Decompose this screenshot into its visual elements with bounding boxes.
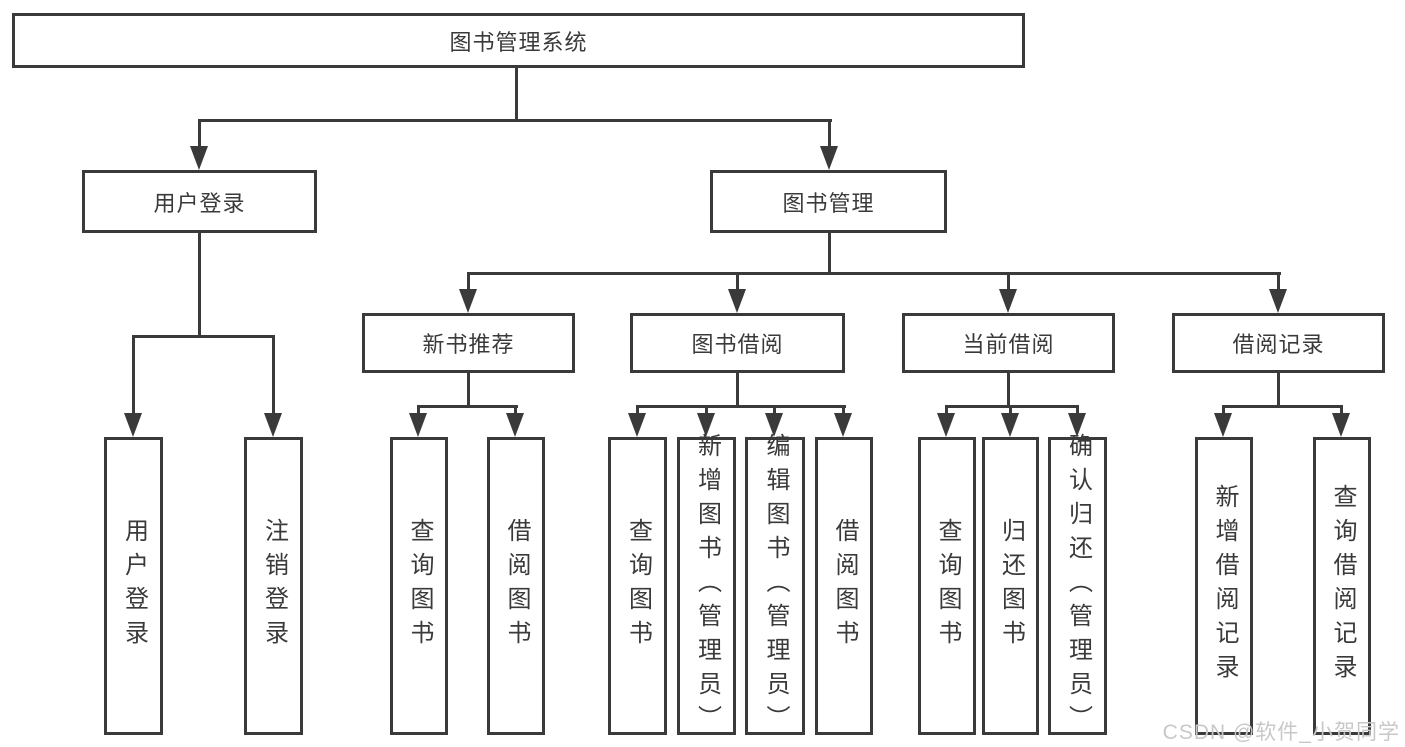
node-current-borrow: 当前借阅 xyxy=(902,313,1115,373)
arrow-down-icon xyxy=(1214,413,1232,437)
connector-line xyxy=(736,272,739,292)
leaf-return-books-label: 归还图书 xyxy=(997,518,1025,654)
node-root: 图书管理系统 xyxy=(12,13,1025,68)
node-book-borrow: 图书借阅 xyxy=(630,313,845,373)
leaf-query-borrow-record: 查询借阅记录 xyxy=(1313,437,1371,735)
connector-line xyxy=(945,405,948,417)
connector-line xyxy=(828,231,831,275)
connector-line xyxy=(1277,371,1280,408)
arrow-down-icon xyxy=(409,413,427,437)
node-borrow-records: 借阅记录 xyxy=(1172,313,1385,373)
connector-line xyxy=(198,119,201,151)
arrow-down-icon xyxy=(999,289,1017,313)
arrow-down-icon xyxy=(506,413,524,437)
connector-line xyxy=(272,335,275,420)
connector-line xyxy=(515,66,518,122)
connector-line xyxy=(198,119,832,122)
connector-line xyxy=(705,405,708,417)
leaf-logout: 注销登录 xyxy=(244,437,303,735)
leaf-user-login-label: 用户登录 xyxy=(120,518,148,654)
connector-line xyxy=(636,405,846,408)
connector-line xyxy=(1340,405,1343,417)
leaf-query-books-3: 查询图书 xyxy=(918,437,976,735)
node-user-login: 用户登录 xyxy=(82,170,317,233)
connector-line xyxy=(467,272,1281,275)
leaf-edit-books-admin: 编辑图书（管理员） xyxy=(745,433,805,739)
node-borrow-records-label: 借阅记录 xyxy=(1232,332,1325,357)
connector-line xyxy=(1007,371,1010,408)
connector-line xyxy=(842,405,845,417)
leaf-add-books-admin-label: 新增图书（管理员） xyxy=(693,433,721,739)
connector-line xyxy=(417,405,518,408)
node-new-book-recommend: 新书推荐 xyxy=(362,313,575,373)
connector-line xyxy=(945,405,1079,408)
leaf-query-books-2: 查询图书 xyxy=(608,437,667,735)
arrow-down-icon xyxy=(820,146,838,170)
arrow-down-icon xyxy=(190,146,208,170)
connector-line xyxy=(736,371,739,408)
node-book-management-label: 图书管理 xyxy=(782,190,875,216)
connector-line xyxy=(417,405,420,417)
node-root-label: 图书管理系统 xyxy=(449,29,588,55)
leaf-edit-books-admin-label: 编辑图书（管理员） xyxy=(762,433,789,739)
node-current-borrow-label: 当前借阅 xyxy=(962,332,1055,357)
connector-line xyxy=(1222,405,1343,408)
connector-line xyxy=(467,272,470,292)
arrow-down-icon xyxy=(1332,413,1350,437)
connector-line xyxy=(1222,405,1225,417)
connector-line xyxy=(1009,405,1012,417)
arrow-down-icon xyxy=(264,413,282,437)
leaf-borrow-books-2-label: 借阅图书 xyxy=(831,518,858,654)
arrow-down-icon xyxy=(1068,413,1086,437)
connector-line xyxy=(1277,272,1280,292)
arrow-down-icon xyxy=(697,413,715,437)
node-book-borrow-label: 图书借阅 xyxy=(691,332,784,357)
leaf-query-books-1: 查询图书 xyxy=(390,437,448,735)
connector-line xyxy=(1076,405,1079,417)
leaf-query-books-3-label: 查询图书 xyxy=(934,518,961,654)
connector-line xyxy=(828,119,831,151)
connector-line xyxy=(132,335,135,420)
connector-line xyxy=(773,405,776,417)
arrow-down-icon xyxy=(728,289,746,313)
leaf-borrow-books-1-label: 借阅图书 xyxy=(503,518,530,654)
leaf-add-books-admin: 新增图书（管理员） xyxy=(677,433,736,739)
leaf-user-login: 用户登录 xyxy=(104,437,163,735)
leaf-confirm-return-admin-label: 确认归还（管理员） xyxy=(1064,433,1092,739)
connector-line xyxy=(1007,272,1010,292)
leaf-confirm-return-admin: 确认归还（管理员） xyxy=(1048,433,1107,739)
leaf-add-borrow-record-label: 新增借阅记录 xyxy=(1211,484,1238,688)
arrow-down-icon xyxy=(765,413,783,437)
node-new-book-recommend-label: 新书推荐 xyxy=(422,332,515,357)
csdn-watermark: CSDN @软件_小贺同学 xyxy=(1162,721,1400,744)
arrow-down-icon xyxy=(937,413,955,437)
leaf-query-borrow-record-label: 查询借阅记录 xyxy=(1329,484,1356,688)
arrow-down-icon xyxy=(628,413,646,437)
leaf-borrow-books-2: 借阅图书 xyxy=(815,437,873,735)
arrow-down-icon xyxy=(124,413,142,437)
connector-line xyxy=(467,371,470,408)
leaf-borrow-books-1: 借阅图书 xyxy=(487,437,545,735)
arrow-down-icon xyxy=(459,289,477,313)
leaf-query-books-1-label: 查询图书 xyxy=(406,518,433,654)
leaf-query-books-2-label: 查询图书 xyxy=(624,518,652,654)
arrow-down-icon xyxy=(1001,413,1019,437)
connector-line xyxy=(198,231,201,338)
connector-line xyxy=(636,405,639,417)
leaf-add-borrow-record: 新增借阅记录 xyxy=(1195,437,1253,735)
node-book-management: 图书管理 xyxy=(710,170,947,233)
node-user-login-label: 用户登录 xyxy=(153,190,246,216)
arrow-down-icon xyxy=(834,413,852,437)
leaf-return-books: 归还图书 xyxy=(982,437,1039,735)
connector-line xyxy=(514,405,517,417)
connector-line xyxy=(132,335,275,338)
leaf-logout-label: 注销登录 xyxy=(260,518,288,654)
arrow-down-icon xyxy=(1269,289,1287,313)
